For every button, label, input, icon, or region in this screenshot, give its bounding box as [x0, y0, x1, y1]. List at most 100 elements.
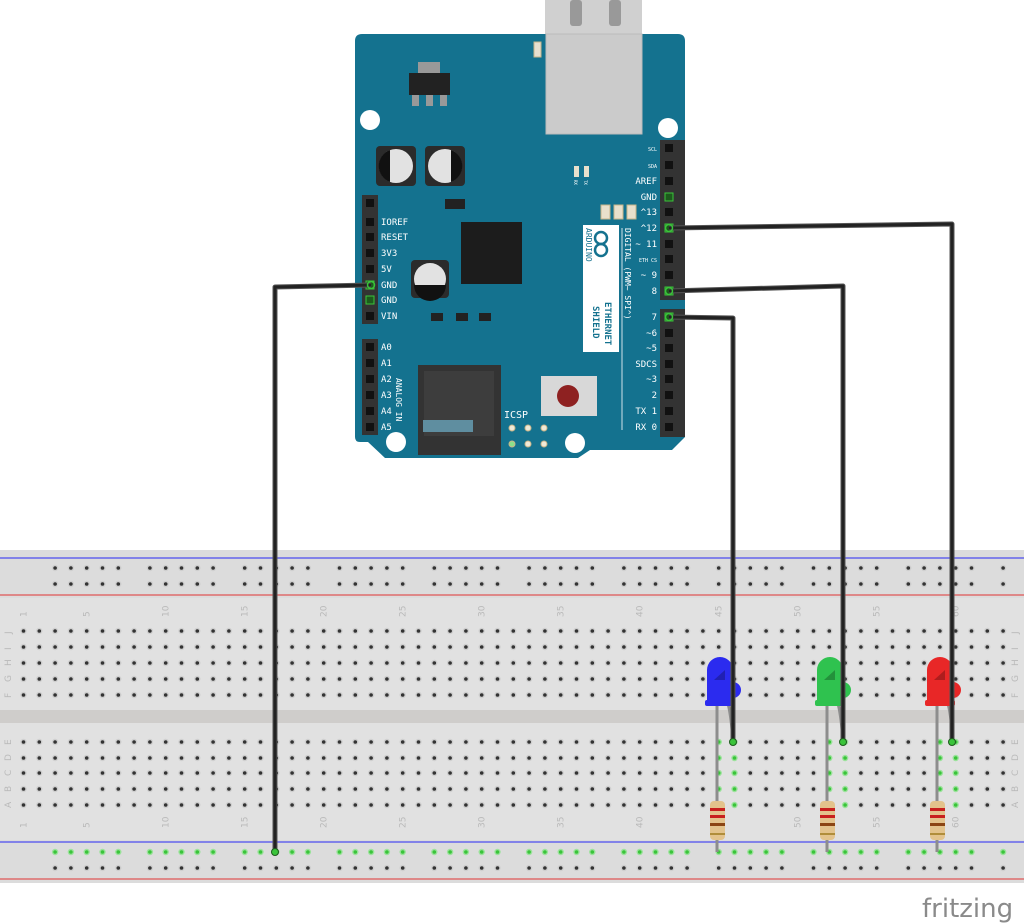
breadboard-hole-center	[669, 850, 674, 854]
header-pin[interactable]	[665, 240, 673, 248]
header-pin[interactable]	[665, 375, 673, 383]
breadboard-hole-center	[464, 866, 468, 870]
reset-button-cap[interactable]	[557, 385, 579, 407]
breadboard-hole-center	[21, 677, 26, 681]
breadboard-hole-center	[321, 756, 326, 760]
header-pin[interactable]	[665, 161, 673, 169]
breadboard-hole-center	[811, 850, 816, 854]
header-pin[interactable]	[366, 423, 374, 431]
breadboard-hole-center	[969, 740, 974, 744]
breadboard-hole-center	[479, 582, 484, 586]
breadboard-hole-center	[938, 866, 942, 870]
column-label: 40	[636, 605, 646, 617]
breadboard-hole-center	[53, 740, 57, 744]
resistor-band	[930, 823, 945, 826]
header-pin[interactable]	[366, 375, 374, 383]
column-label: 55	[873, 817, 883, 828]
breadboard-hole-center	[69, 677, 73, 681]
breadboard-hole-center	[306, 771, 310, 775]
breadboard-hole-center	[258, 693, 263, 697]
regulator-leg	[440, 95, 447, 106]
header-pin[interactable]	[366, 407, 374, 415]
header-pin[interactable]	[665, 208, 673, 216]
breadboard-hole-center	[669, 771, 674, 775]
regulator-leg	[426, 95, 433, 106]
breadboard-hole-center	[495, 661, 500, 665]
breadboard-hole-center	[906, 582, 911, 586]
header-pin[interactable]	[665, 177, 673, 185]
breadboard-hole-center	[37, 787, 42, 791]
breadboard-hole-center	[448, 756, 452, 760]
breadboard-hole-center	[148, 582, 152, 586]
header-pin[interactable]	[365, 295, 375, 305]
breadboard-hole-center	[416, 756, 421, 760]
header-pin[interactable]	[366, 233, 374, 241]
breadboard-hole-center	[100, 566, 105, 570]
header-pin[interactable]	[665, 391, 673, 399]
breadboard-hole-center	[653, 566, 658, 570]
header-pin[interactable]	[366, 249, 374, 257]
breadboard-hole-center	[1001, 629, 1005, 633]
breadboard-hole-center	[953, 866, 958, 870]
breadboard-hole-center	[985, 693, 990, 697]
header-pin[interactable]	[665, 329, 673, 337]
header-pin[interactable]	[665, 423, 673, 431]
header-pin[interactable]	[665, 255, 673, 263]
breadboard-hole-center	[37, 740, 42, 744]
breadboard-hole-center	[558, 582, 563, 586]
breadboard-hole-center	[764, 629, 768, 633]
header-pin[interactable]	[366, 265, 374, 273]
breadboard-hole-center	[495, 629, 500, 633]
breadboard-hole-center	[811, 566, 816, 570]
breadboard-hole-center	[843, 866, 847, 870]
breadboard-hole-center	[527, 566, 531, 570]
breadboard-hole-center	[685, 645, 689, 649]
header-pin[interactable]	[366, 218, 374, 226]
breadboard-hole-center	[938, 629, 942, 633]
header-pin[interactable]	[366, 343, 374, 351]
breadboard-hole-center	[369, 661, 373, 665]
header-pin[interactable]	[665, 407, 673, 415]
header-pin[interactable]	[665, 271, 673, 279]
header-pin[interactable]	[366, 391, 374, 399]
breadboard-hole-center	[290, 566, 294, 570]
header-pin[interactable]	[665, 144, 673, 152]
breadboard-hole-center	[258, 756, 263, 760]
breadboard-hole-center	[148, 645, 152, 649]
breadboard-hole-center	[464, 645, 468, 649]
header-pin[interactable]	[366, 359, 374, 367]
breadboard-hole-center	[148, 693, 152, 697]
breadboard-hole-center	[669, 629, 674, 633]
breadboard-hole-center	[448, 693, 452, 697]
breadboard-hole-center	[290, 693, 294, 697]
header-pin[interactable]	[366, 312, 374, 320]
header-pin[interactable]	[366, 199, 374, 207]
breadboard-hole-center	[511, 693, 516, 697]
breadboard-hole-center	[701, 771, 705, 775]
breadboard-hole-center	[795, 787, 800, 791]
breadboard-hole-center	[337, 582, 342, 586]
pin-label: A4	[381, 407, 392, 417]
column-label: 35	[557, 817, 567, 828]
pin-label: A1	[381, 359, 392, 369]
breadboard-hole-center	[890, 661, 895, 665]
resistor-band	[710, 808, 725, 811]
breadboard-hole-center	[795, 803, 800, 807]
column-label: 5	[83, 822, 93, 828]
breadboard-hole-center	[337, 850, 342, 854]
breadboard-hole-center	[985, 677, 990, 681]
breadboard-hole-center	[874, 787, 879, 791]
header-pin[interactable]	[665, 360, 673, 368]
breadboard-hole-center	[179, 866, 184, 870]
breadboard-hole-center	[290, 582, 294, 586]
header-pin[interactable]	[664, 192, 674, 202]
row-label: D	[4, 754, 14, 761]
breadboard-hole-center	[685, 566, 689, 570]
breadboard-hole-center	[148, 850, 152, 854]
breadboard-hole-center	[716, 566, 721, 570]
header-pin[interactable]	[665, 344, 673, 352]
breadboard-hole-center	[448, 677, 452, 681]
breadboard-hole-center	[795, 693, 800, 697]
breadboard-hole-center	[606, 693, 610, 697]
breadboard-hole-center	[306, 629, 310, 633]
